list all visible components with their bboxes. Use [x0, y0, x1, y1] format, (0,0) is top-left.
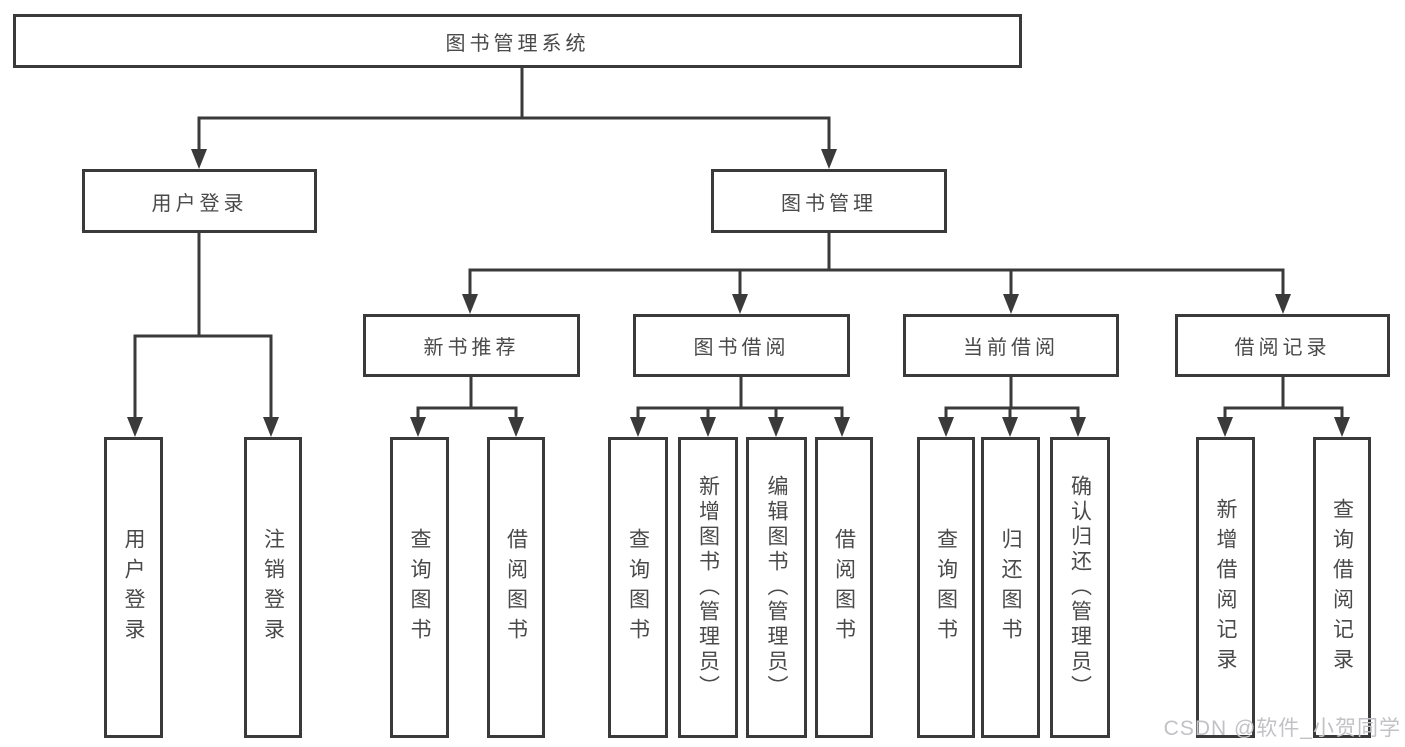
node-new-book-recommend-label: 新书推荐	[423, 337, 520, 359]
node-user-login-label: 用户登录	[151, 192, 248, 215]
leaf-query-books-2: 查询图书	[608, 437, 668, 738]
leaf-borrow-books-1: 借阅图书	[487, 437, 545, 738]
leaf-add-books-admin: 新增图书（管理员）	[678, 437, 738, 738]
leaf-return-books: 归还图书	[981, 437, 1040, 738]
node-user-login: 用户登录	[82, 169, 317, 233]
node-new-book-recommend: 新书推荐	[363, 314, 580, 377]
node-borrowing-records-label: 借阅记录	[1234, 337, 1331, 359]
leaf-query-books-3: 查询图书	[917, 437, 975, 738]
leaf-borrow-books-1-label: 借阅图书	[504, 527, 528, 648]
leaf-query-books-3-label: 查询图书	[934, 527, 958, 648]
node-book-management-label: 图书管理	[781, 192, 877, 215]
leaf-add-borrow-record: 新增借阅记录	[1196, 437, 1255, 738]
leaf-user-login: 用户登录	[104, 437, 163, 738]
node-book-borrowing-label: 图书借阅	[693, 337, 790, 359]
leaf-query-books-1: 查询图书	[390, 437, 449, 738]
leaf-confirm-return-admin-label: 确认归还（管理员）	[1068, 475, 1092, 700]
node-current-borrowing: 当前借阅	[903, 314, 1119, 377]
node-borrowing-records: 借阅记录	[1175, 314, 1390, 377]
leaf-edit-books-admin-label: 编辑图书（管理员）	[765, 475, 788, 700]
leaf-add-books-admin-label: 新增图书（管理员）	[696, 475, 720, 700]
leaf-borrow-books-2: 借阅图书	[815, 437, 873, 738]
leaf-query-books-2-label: 查询图书	[626, 527, 650, 648]
leaf-logout: 注销登录	[244, 437, 302, 738]
leaf-query-books-1-label: 查询图书	[408, 527, 431, 648]
leaf-query-borrow-record-label: 查询借阅记录	[1330, 497, 1354, 678]
leaf-logout-label: 注销登录	[261, 527, 285, 648]
leaf-return-books-label: 归还图书	[999, 527, 1022, 648]
leaf-query-borrow-record: 查询借阅记录	[1313, 437, 1371, 738]
node-book-management: 图书管理	[711, 169, 947, 233]
leaf-edit-books-admin: 编辑图书（管理员）	[746, 437, 807, 738]
leaf-borrow-books-2-label: 借阅图书	[832, 527, 856, 648]
node-library-system-label: 图书管理系统	[445, 32, 590, 55]
node-library-system: 图书管理系统	[13, 14, 1022, 68]
watermark-text: CSDN @软件_小贺同学	[1163, 717, 1401, 740]
node-current-borrowing-label: 当前借阅	[963, 337, 1059, 359]
leaf-add-borrow-record-label: 新增借阅记录	[1214, 497, 1237, 678]
node-book-borrowing: 图书借阅	[633, 314, 850, 377]
leaf-user-login-label: 用户登录	[122, 527, 145, 648]
leaf-confirm-return-admin: 确认归还（管理员）	[1050, 437, 1110, 738]
